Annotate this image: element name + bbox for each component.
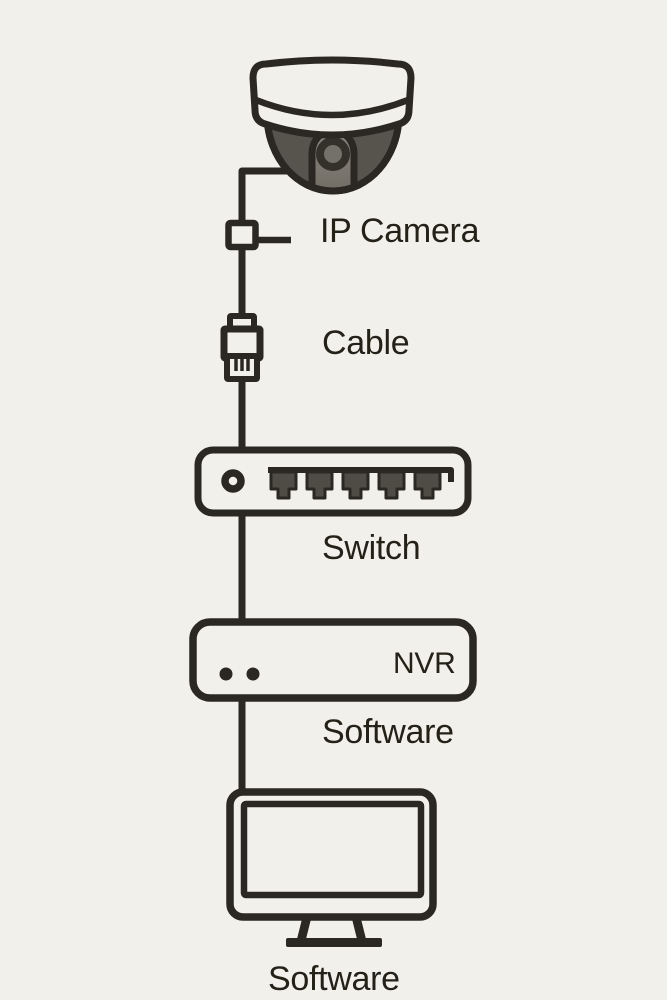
camera-lens-icon: [316, 137, 350, 171]
monitor-stand-legs: [297, 915, 366, 939]
network-switch-icon: [194, 446, 472, 517]
camera-cap-band-line: [254, 96, 410, 119]
ip-camera-label: IP Camera: [320, 212, 480, 250]
junction-box: [225, 219, 259, 251]
camera-mount-cap: [249, 56, 415, 139]
switch-indicator-ring: [221, 469, 245, 493]
rj45-cable-connector-icon: [220, 313, 264, 382]
junction-connector-icon: [225, 219, 291, 251]
switch-port-bar: [268, 467, 454, 482]
camera-dome-outline: [263, 115, 403, 195]
ethernet-port: [377, 470, 406, 500]
connection-line: [238, 167, 293, 800]
cable-label: Cable: [322, 324, 410, 362]
nvr-led-dot: [246, 667, 260, 681]
dome-camera-icon: [249, 56, 415, 195]
nvr-chassis: [189, 618, 477, 702]
nvr-recorder-icon: [189, 618, 477, 702]
monitor-screen: [240, 800, 425, 899]
nvr-software-label: Software: [322, 713, 454, 751]
ethernet-port: [413, 470, 442, 500]
monitor-software-label: Software: [268, 960, 400, 998]
switch-label: Switch: [322, 529, 421, 567]
nvr-led-dot: [219, 667, 233, 681]
monitor-stand-base: [286, 938, 382, 947]
ethernet-port: [305, 470, 334, 500]
rj45-pins: [234, 358, 250, 371]
ethernet-port: [269, 470, 298, 500]
ethernet-port: [341, 470, 370, 500]
nvr-device-label: NVR: [393, 647, 456, 680]
switch-ports: [269, 470, 442, 500]
computer-monitor-icon: [226, 788, 437, 947]
